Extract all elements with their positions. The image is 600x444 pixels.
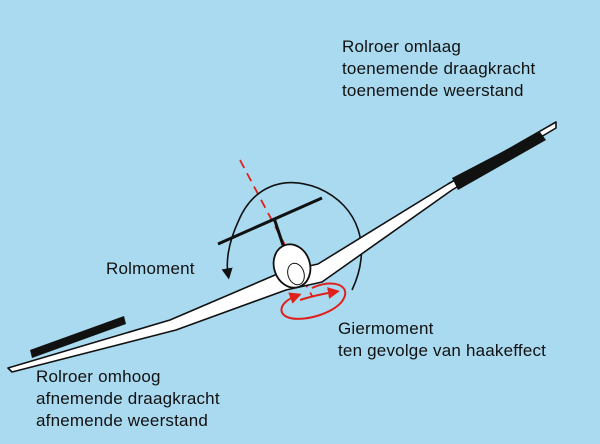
fuselage: [272, 243, 312, 289]
right-aileron-label-line2: toenemende draagkracht: [342, 59, 536, 78]
yaw-moment-label-line2: ten gevolge van haakeffect: [338, 341, 547, 360]
yaw-moment-arrow: [280, 282, 347, 320]
right-aileron-label-line1: Rolroer omlaag: [342, 37, 462, 56]
left-aileron-label: Rolroer omhoog afnemende draagkracht afn…: [36, 366, 220, 432]
left-aileron-up: [30, 316, 126, 358]
cockpit-canopy: [287, 262, 305, 286]
right-aileron-label: Rolroer omlaag toenemende draagkracht to…: [342, 36, 535, 102]
left-aileron-label-line3: afnemende weerstand: [36, 411, 209, 430]
left-aileron-label-line2: afnemende draagkracht: [36, 389, 220, 408]
yaw-moment-label-line1: Giermoment: [338, 319, 434, 338]
right-aileron-label-line3: toenemende weerstand: [342, 81, 524, 100]
right-aileron-down: [452, 132, 546, 190]
yaw-moment-arrow-tail: [299, 287, 340, 301]
yaw-moment-label: Giermoment ten gevolge van haakeffect: [338, 318, 546, 362]
left-aileron-label-line1: Rolroer omhoog: [36, 367, 161, 386]
horizontal-stabiliser: [217, 196, 323, 246]
roll-moment-label: Rolmoment: [106, 259, 195, 278]
